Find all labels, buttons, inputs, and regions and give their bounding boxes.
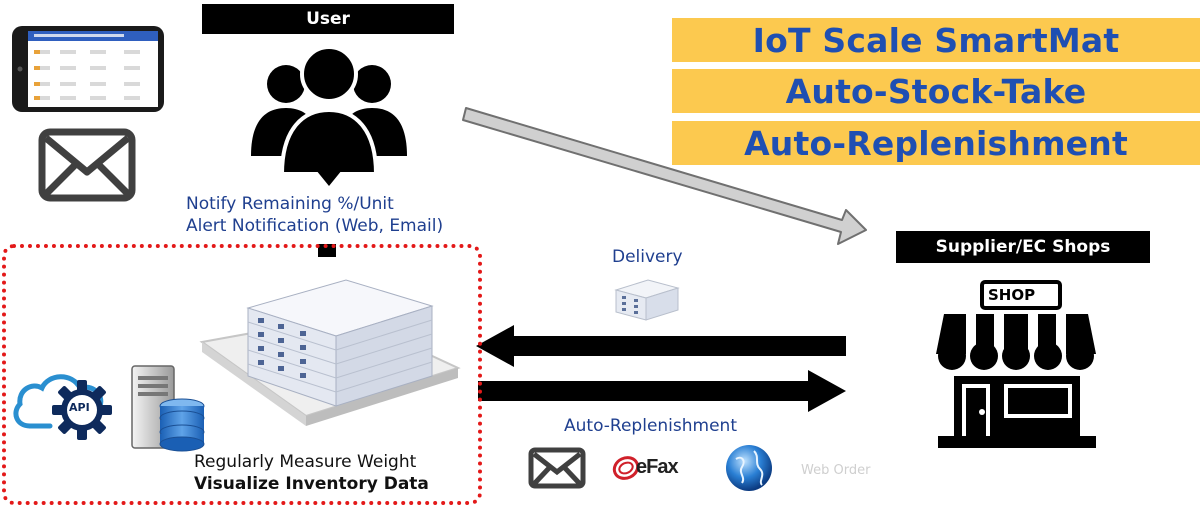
delivery-label: Delivery — [612, 247, 683, 267]
delivery-arrow-left — [476, 325, 848, 367]
notify-remaining-text: Notify Remaining %/Unit — [186, 194, 394, 214]
headline-auto-replenishment: Auto-Replenishment — [672, 121, 1200, 165]
user-label: User — [202, 4, 454, 34]
user-group-icon — [246, 38, 412, 188]
web-order-label: Web Order — [801, 463, 871, 478]
email-envelope-icon — [38, 128, 136, 202]
supplier-label: Supplier/EC Shops — [896, 231, 1150, 263]
shop-icon — [932, 280, 1100, 452]
efax-label: eFax — [636, 456, 679, 478]
alert-notification-text: Alert Notification (Web, Email) — [186, 216, 444, 236]
web-globe-icon — [724, 443, 774, 493]
api-label: API — [69, 401, 90, 414]
regularly-measure-weight-text: Regularly Measure Weight — [194, 452, 417, 472]
tablet-icon — [12, 26, 164, 112]
shop-sign-text: SHOP — [988, 286, 1036, 304]
server-database-icon — [128, 362, 208, 458]
headline-iot-scale-smartmat: IoT Scale SmartMat — [672, 18, 1200, 62]
smartmat-system-box — [2, 244, 482, 505]
delivery-paper-stack-icon — [612, 274, 682, 322]
efax-logo-icon: eFax — [612, 452, 694, 484]
cloud-api-gear-icon: API — [10, 366, 122, 446]
email-order-icon — [528, 447, 586, 489]
smartmat-scale-with-paper-icon — [196, 276, 468, 446]
visualize-inventory-data-text: Visualize Inventory Data — [194, 474, 429, 494]
replenishment-arrow-right — [478, 370, 846, 412]
auto-replenishment-label: Auto-Replenishment — [564, 416, 737, 436]
headline-auto-stock-take: Auto-Stock-Take — [672, 69, 1200, 113]
